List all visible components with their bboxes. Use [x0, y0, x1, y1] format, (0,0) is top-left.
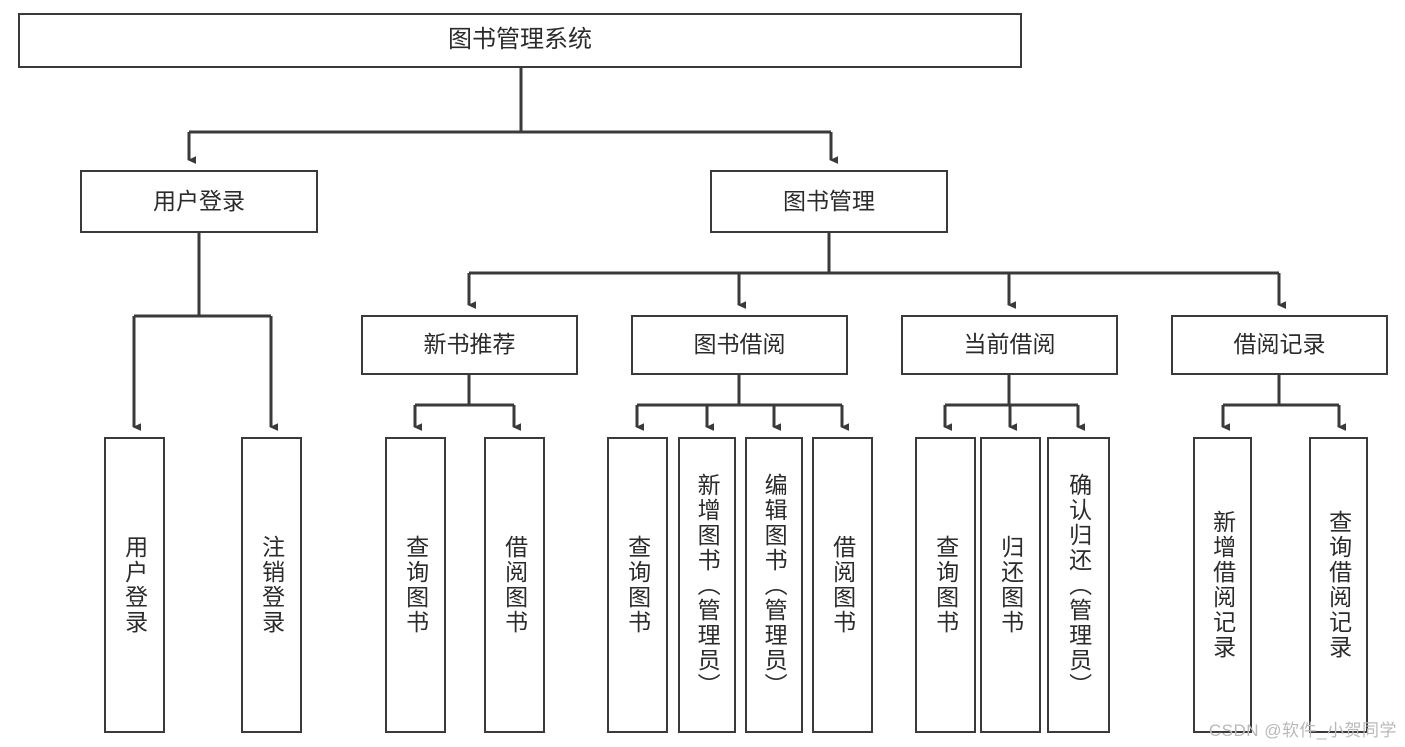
leaf-query-book-2-label: 查询图书 — [624, 535, 651, 635]
leaf-user-login[interactable]: 用户登录 — [104, 437, 165, 733]
node-root-label: 图书管理系统 — [448, 26, 592, 54]
leaf-logout-login-label: 注销登录 — [258, 535, 285, 635]
node-borrow-record-label: 借阅记录 — [1233, 331, 1326, 358]
leaf-borrow-book-1[interactable]: 借阅图书 — [484, 437, 545, 733]
leaf-query-record-label: 查询借阅记录 — [1325, 510, 1352, 660]
node-book-management-label: 图书管理 — [783, 187, 875, 214]
leaf-add-book-label: 新增图书（管理员） — [694, 472, 721, 698]
node-current-borrow[interactable]: 当前借阅 — [901, 315, 1118, 375]
leaf-return-book-label: 归还图书 — [997, 535, 1024, 635]
leaf-query-book-3-label: 查询图书 — [932, 535, 959, 635]
leaf-borrow-book-2-label: 借阅图书 — [829, 535, 856, 635]
leaf-query-record[interactable]: 查询借阅记录 — [1309, 437, 1368, 733]
node-user-login-label: 用户登录 — [153, 187, 245, 214]
leaf-query-book-1-label: 查询图书 — [402, 535, 429, 635]
leaf-add-record-label: 新增借阅记录 — [1209, 510, 1236, 660]
node-new-book-recommend[interactable]: 新书推荐 — [361, 315, 578, 375]
node-borrow-record[interactable]: 借阅记录 — [1171, 315, 1388, 375]
leaf-edit-book[interactable]: 编辑图书（管理员） — [745, 437, 803, 733]
node-book-management[interactable]: 图书管理 — [710, 170, 948, 233]
leaf-borrow-book-2[interactable]: 借阅图书 — [812, 437, 873, 733]
csdn-watermark: CSDN @软件_小贺同学 — [1208, 721, 1397, 740]
leaf-add-record[interactable]: 新增借阅记录 — [1193, 437, 1252, 733]
leaf-confirm-return-label: 确认归还（管理员） — [1065, 472, 1092, 698]
node-current-borrow-label: 当前借阅 — [963, 331, 1056, 358]
leaf-query-book-3[interactable]: 查询图书 — [915, 437, 976, 733]
leaf-edit-book-label: 编辑图书（管理员） — [761, 472, 788, 698]
leaf-borrow-book-1-label: 借阅图书 — [501, 535, 528, 635]
leaf-query-book-2[interactable]: 查询图书 — [607, 437, 668, 733]
node-user-login[interactable]: 用户登录 — [80, 170, 318, 233]
node-new-book-recommend-label: 新书推荐 — [423, 331, 516, 358]
node-root[interactable]: 图书管理系统 — [18, 13, 1022, 68]
leaf-add-book[interactable]: 新增图书（管理员） — [678, 437, 736, 733]
leaf-user-login-label: 用户登录 — [121, 535, 148, 635]
leaf-confirm-return[interactable]: 确认归还（管理员） — [1047, 437, 1110, 733]
node-book-borrow[interactable]: 图书借阅 — [631, 315, 848, 375]
node-book-borrow-label: 图书借阅 — [693, 331, 786, 358]
leaf-query-book-1[interactable]: 查询图书 — [385, 437, 446, 733]
leaf-return-book[interactable]: 归还图书 — [980, 437, 1041, 733]
leaf-logout-login[interactable]: 注销登录 — [241, 437, 302, 733]
